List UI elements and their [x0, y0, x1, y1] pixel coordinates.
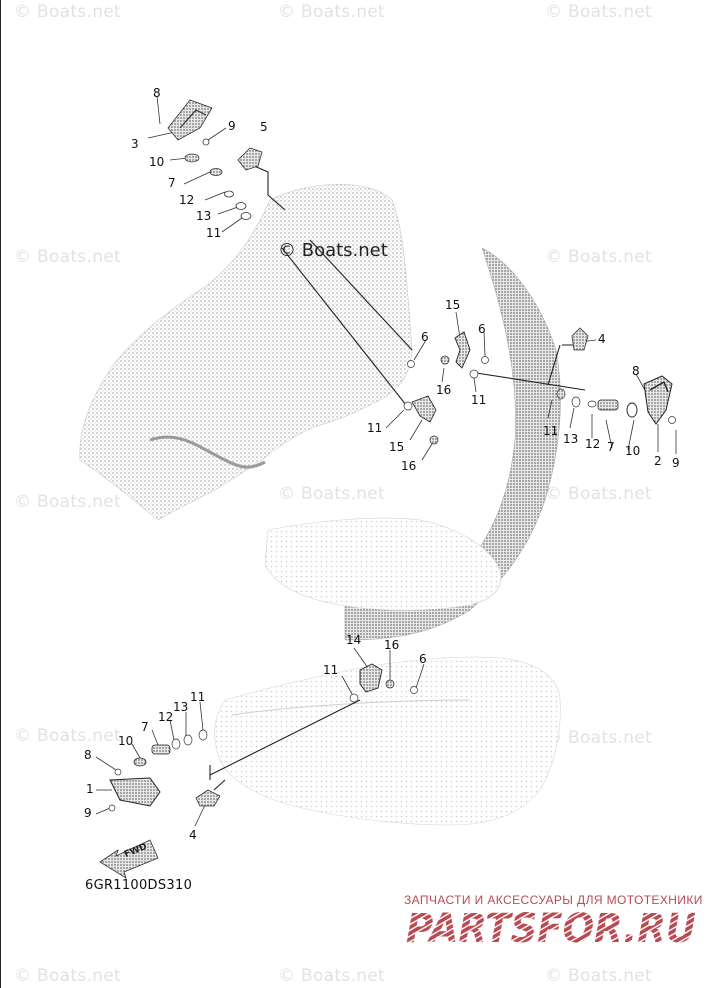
part-7-spring-b: [597, 399, 619, 411]
diagram-code: 6GR1100DS310: [85, 878, 193, 893]
watermark: © Boats.net: [278, 484, 386, 504]
part-5-latch: [237, 147, 263, 171]
callout-number: 11: [190, 690, 206, 704]
callout-number: 8: [632, 364, 640, 378]
watermark: © Boats.net: [545, 966, 653, 986]
brand-subtitle: ЗАПЧАСТИ И АКСЕССУАРЫ ДЛЯ МОТОТЕХНИКИ: [404, 893, 703, 907]
part-3-cover: [167, 99, 213, 141]
callout-number: 14: [346, 633, 362, 647]
watermark: © Boats.net: [14, 966, 122, 986]
callout-number: 6: [478, 322, 486, 336]
part-7-spring: [209, 168, 223, 176]
brand-logo: PARTSFOR.RU: [406, 906, 696, 950]
callout-number: 15: [445, 298, 461, 312]
callout-number: 13: [173, 700, 189, 714]
callout-number: 10: [118, 734, 134, 748]
callout-number: 13: [563, 432, 579, 446]
callout-number: 5: [260, 120, 268, 134]
callout-number: 2: [654, 454, 662, 468]
callout-number: 11: [323, 663, 339, 677]
callout-number: 7: [141, 720, 149, 734]
part-10-grommet: [184, 153, 200, 163]
watermark: © Boats.net: [14, 247, 122, 267]
callout-number: 1: [86, 782, 94, 796]
part-1-handle: [109, 777, 161, 807]
callout-number: 3: [131, 137, 139, 151]
left-border: [0, 0, 1, 988]
watermark: © Boats.net: [278, 2, 386, 22]
callout-number: 6: [421, 330, 429, 344]
callout-number: 16: [401, 459, 417, 473]
callout-number: 11: [543, 424, 559, 438]
watermark: © Boats.net: [545, 484, 653, 504]
callout-number: 15: [389, 440, 405, 454]
part-15-hook: [454, 331, 471, 369]
callout-number: 4: [189, 828, 197, 842]
callout-number: 9: [84, 806, 92, 820]
bottom-cowling: [214, 656, 561, 826]
callout-number: 16: [436, 383, 452, 397]
main-watermark: © Boats.net: [278, 240, 388, 261]
part-4-clip-b: [195, 789, 221, 807]
callout-number: 10: [149, 155, 165, 169]
callout-number: 8: [153, 86, 161, 100]
callout-number: 10: [625, 444, 641, 458]
watermark: © Boats.net: [14, 2, 122, 22]
fwd-arrow: [99, 839, 159, 879]
callout-number: 7: [168, 176, 176, 190]
callout-number: 13: [196, 209, 212, 223]
watermark: © Boats.net: [545, 728, 653, 748]
watermark: © Boats.net: [14, 492, 122, 512]
callout-number: 11: [206, 226, 222, 240]
callout-number: 12: [179, 193, 195, 207]
watermark: © Boats.net: [545, 2, 653, 22]
brand-logo-text: PARTSFOR.RU: [406, 906, 696, 950]
callout-number: 9: [228, 119, 236, 133]
watermark: © Boats.net: [278, 966, 386, 986]
watermark: © Boats.net: [545, 247, 653, 267]
side-panel: [344, 247, 561, 641]
part-2-handle: [643, 375, 673, 425]
watermark: © Boats.net: [14, 726, 122, 746]
callout-number: 16: [384, 638, 400, 652]
callout-number: 11: [367, 421, 383, 435]
callout-number: 9: [672, 456, 680, 470]
part-14-hook: [359, 663, 383, 693]
part-4-clip: [571, 327, 589, 351]
callout-number: 6: [419, 652, 427, 666]
callout-number: 8: [84, 748, 92, 762]
callout-number: 12: [585, 437, 601, 451]
callout-number: 4: [598, 332, 606, 346]
upper-cowling: [79, 183, 413, 521]
part-15-hook-b: [411, 395, 437, 423]
callout-number: 11: [471, 393, 487, 407]
callout-number: 12: [158, 710, 174, 724]
callout-number: 7: [607, 440, 615, 454]
part-7-spring-c: [151, 744, 171, 755]
